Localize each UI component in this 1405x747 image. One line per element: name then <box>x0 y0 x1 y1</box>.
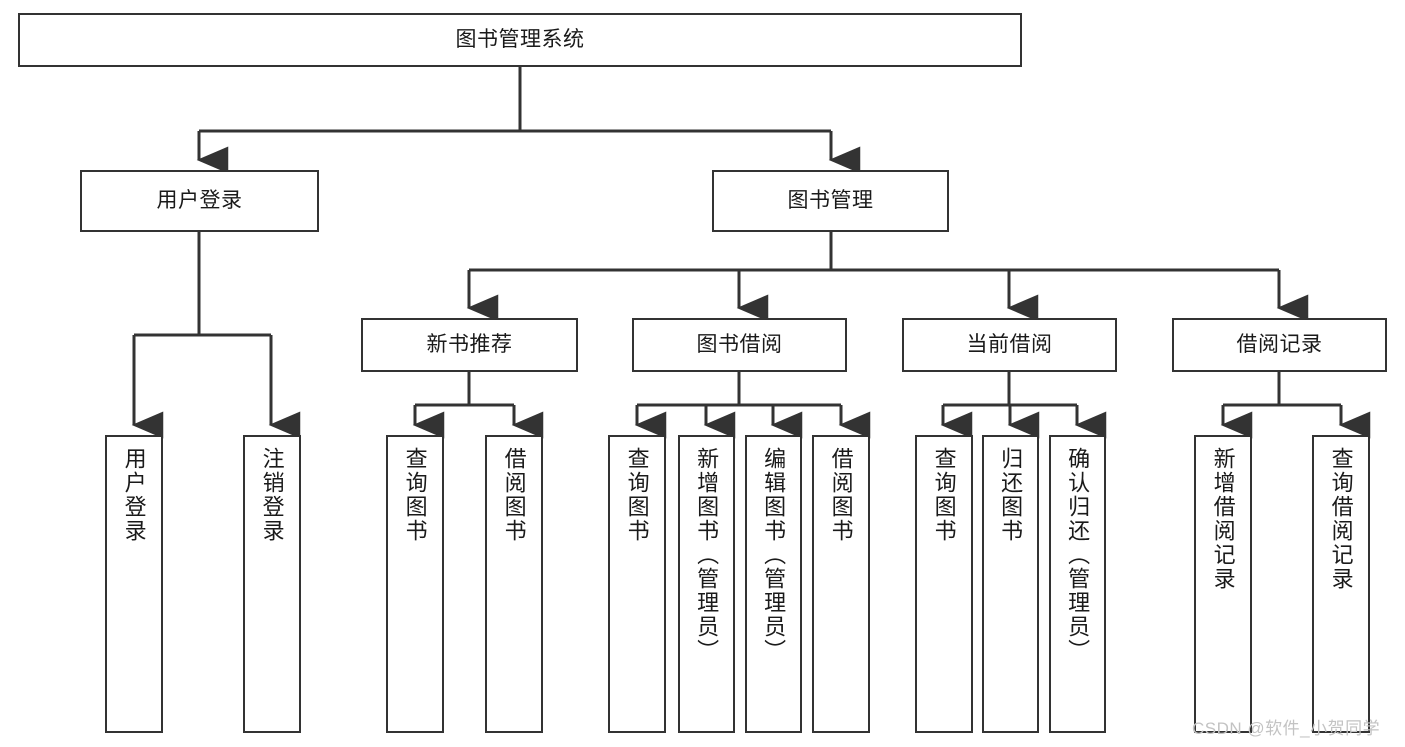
node-leaf-add-record-label: 新增借阅记录 <box>1210 447 1236 591</box>
node-leaf-query-book-3[interactable]: 查询图书 <box>915 435 973 733</box>
node-root-label: 图书管理系统 <box>455 28 585 52</box>
node-leaf-add-book-label: 新增图书（管理员） <box>694 447 720 663</box>
node-current-borrow-label: 当前借阅 <box>966 333 1053 357</box>
node-user-login-label: 用户登录 <box>156 189 243 213</box>
node-new-book-recommend[interactable]: 新书推荐 <box>361 318 578 372</box>
node-leaf-edit-book[interactable]: 编辑图书（管理员） <box>745 435 802 733</box>
node-leaf-confirm-return[interactable]: 确认归还（管理员） <box>1049 435 1106 733</box>
node-book-management[interactable]: 图书管理 <box>712 170 949 232</box>
node-leaf-query-book-1-label: 查询图书 <box>402 447 428 543</box>
node-leaf-borrow-book-1-label: 借阅图书 <box>501 447 527 543</box>
node-current-borrow[interactable]: 当前借阅 <box>902 318 1117 372</box>
node-leaf-logout-login[interactable]: 注销登录 <box>243 435 301 733</box>
node-leaf-query-record-label: 查询借阅记录 <box>1328 447 1354 591</box>
node-leaf-add-record[interactable]: 新增借阅记录 <box>1194 435 1252 733</box>
node-root[interactable]: 图书管理系统 <box>18 13 1022 67</box>
node-leaf-add-book[interactable]: 新增图书（管理员） <box>678 435 735 733</box>
node-leaf-edit-book-label: 编辑图书（管理员） <box>761 447 787 663</box>
node-leaf-return-book[interactable]: 归还图书 <box>982 435 1039 733</box>
node-leaf-borrow-book-1[interactable]: 借阅图书 <box>485 435 543 733</box>
node-leaf-borrow-book-2-label: 借阅图书 <box>828 447 854 543</box>
node-new-book-recommend-label: 新书推荐 <box>426 333 513 357</box>
node-leaf-user-login[interactable]: 用户登录 <box>105 435 163 733</box>
node-book-borrow[interactable]: 图书借阅 <box>632 318 847 372</box>
node-leaf-query-book-3-label: 查询图书 <box>931 447 957 543</box>
node-leaf-query-book-2[interactable]: 查询图书 <box>608 435 666 733</box>
node-leaf-query-book-1[interactable]: 查询图书 <box>386 435 444 733</box>
node-borrow-record[interactable]: 借阅记录 <box>1172 318 1387 372</box>
node-leaf-confirm-return-label: 确认归还（管理员） <box>1065 447 1091 663</box>
node-user-login[interactable]: 用户登录 <box>80 170 319 232</box>
node-leaf-user-login-label: 用户登录 <box>121 447 147 543</box>
node-leaf-return-book-label: 归还图书 <box>998 447 1024 543</box>
node-leaf-borrow-book-2[interactable]: 借阅图书 <box>812 435 870 733</box>
node-leaf-query-book-2-label: 查询图书 <box>624 447 650 543</box>
node-borrow-record-label: 借阅记录 <box>1236 333 1323 357</box>
node-leaf-query-record[interactable]: 查询借阅记录 <box>1312 435 1370 733</box>
node-leaf-logout-login-label: 注销登录 <box>259 447 285 543</box>
node-book-borrow-label: 图书借阅 <box>696 333 783 357</box>
node-book-management-label: 图书管理 <box>787 189 874 213</box>
